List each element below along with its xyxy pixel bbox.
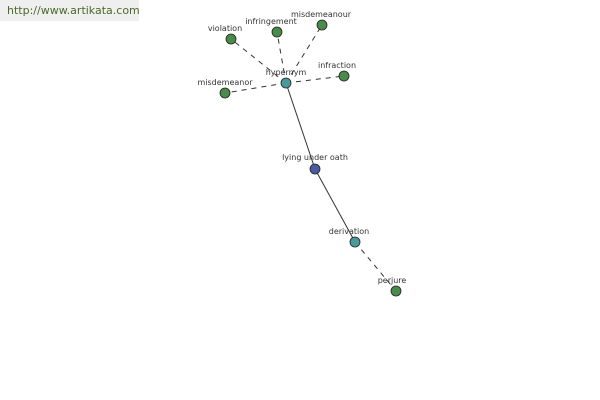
node-term-infringement[interactable]: infringement: [245, 17, 297, 38]
node-term-misdemeanour-dot[interactable]: [316, 19, 328, 31]
node-relation-derivation-dot[interactable]: [349, 236, 361, 248]
node-relation-derivation-label: derivation: [329, 227, 369, 236]
edge-hypernym-misdemeanor: [224, 82, 287, 94]
source-badge: http://www.artikata.com: [0, 0, 140, 21]
graph-nodes: lying under oath hypernym derivation vio…: [197, 10, 407, 297]
node-relation-hypernym-dot[interactable]: [280, 77, 292, 89]
edge-center-hypernym: [285, 82, 316, 170]
edge-derivation-perjure: [354, 241, 397, 292]
node-relation-derivation[interactable]: derivation: [329, 227, 369, 248]
node-term-perjure-label: perjure: [378, 276, 407, 285]
node-center[interactable]: lying under oath: [282, 153, 348, 175]
node-term-violation[interactable]: violation: [208, 24, 242, 45]
node-term-misdemeanour[interactable]: misdemeanour: [291, 10, 352, 31]
node-term-infringement-dot[interactable]: [271, 26, 283, 38]
edge-hypernym-misdemeanour: [285, 24, 323, 84]
node-term-infraction-dot[interactable]: [338, 70, 350, 82]
node-term-perjure-dot[interactable]: [390, 285, 402, 297]
node-term-violation-dot[interactable]: [225, 33, 237, 45]
node-center-label: lying under oath: [282, 153, 348, 162]
node-relation-hypernym[interactable]: hypernym: [266, 68, 307, 89]
node-term-infraction[interactable]: infraction: [318, 61, 356, 82]
edge-hypernym-violation: [230, 38, 287, 84]
graph-edges: [224, 24, 397, 292]
node-term-violation-label: violation: [208, 24, 242, 33]
node-term-misdemeanor-dot[interactable]: [219, 87, 231, 99]
node-term-misdemeanor[interactable]: misdemeanor: [197, 78, 253, 99]
node-center-dot[interactable]: [309, 163, 321, 175]
node-term-infringement-label: infringement: [245, 17, 297, 26]
edge-hypernym-infraction: [285, 75, 345, 84]
node-term-perjure[interactable]: perjure: [378, 276, 407, 297]
node-term-infraction-label: infraction: [318, 61, 356, 70]
node-term-misdemeanor-label: misdemeanor: [197, 78, 253, 87]
source-url-link[interactable]: http://www.artikata.com: [7, 4, 140, 17]
edge-hypernym-infringement: [276, 31, 287, 84]
node-relation-hypernym-label: hypernym: [266, 68, 307, 77]
edge-center-derivation: [314, 168, 356, 243]
node-term-misdemeanour-label: misdemeanour: [291, 10, 352, 19]
